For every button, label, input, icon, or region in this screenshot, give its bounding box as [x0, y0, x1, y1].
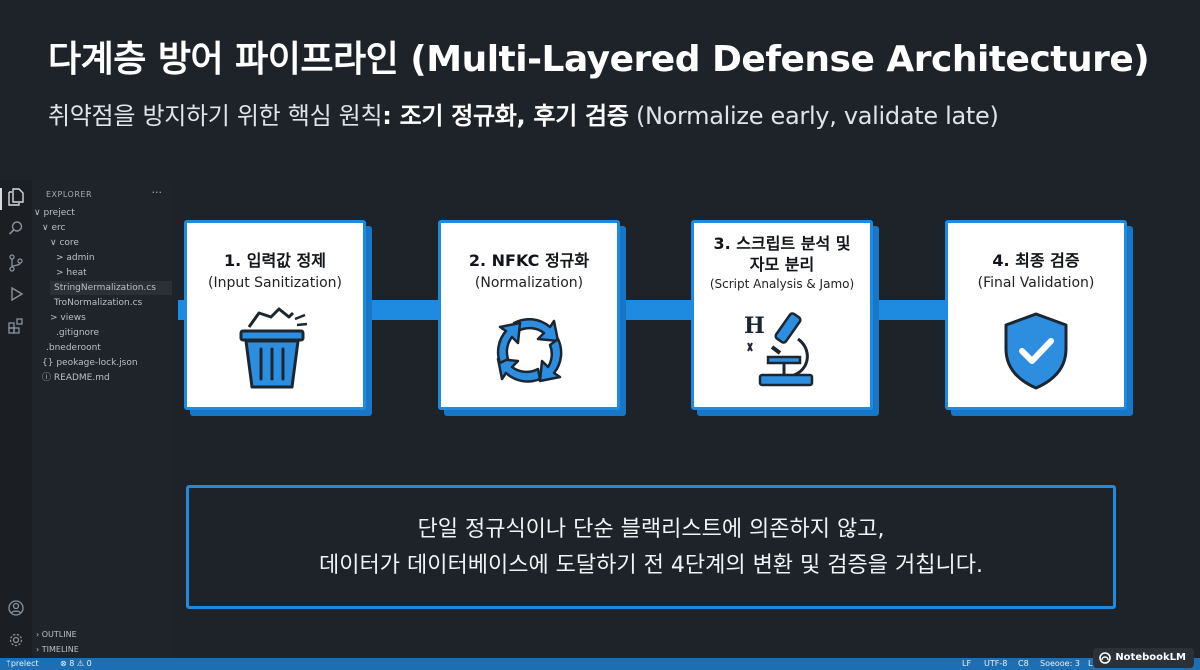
extensions-icon[interactable] — [6, 318, 26, 338]
tree-file-gitignore[interactable]: .gitignore — [56, 326, 99, 340]
svg-text:H: H — [744, 313, 765, 339]
chevron-right-icon: > — [56, 253, 64, 263]
notebooklm-logo-icon — [1099, 652, 1112, 664]
shield-check-icon — [1004, 312, 1068, 390]
step-title-line2: 자모 분리 — [749, 255, 815, 274]
tree-label: .gitignore — [56, 328, 100, 338]
outline-section[interactable]: › OUTLINE — [36, 630, 77, 639]
notebooklm-badge: NotebookLM — [1093, 648, 1194, 668]
cycle-arrows-icon — [496, 318, 563, 383]
status-bar: ᛘ prelect ⊗ 8 ⚠ 0 LF UTF-8 C8 Soeooe: 3 … — [0, 658, 1200, 670]
files-icon[interactable] — [6, 188, 26, 208]
problems-indicator[interactable]: ⊗ 8 ⚠ 0 — [60, 659, 92, 668]
page-subtitle: 취약점을 방지하기 위한 핵심 원칙: 조기 정규화, 후기 검증 (Norma… — [48, 96, 999, 131]
tree-file-readme[interactable]: ⓘ README.md — [42, 371, 110, 385]
explorer-panel: EXPLORER ··· ∨ preject ∨ erc ∨ core > ad… — [32, 180, 172, 658]
tree-label: views — [60, 313, 86, 323]
tree-folder-views[interactable]: > views — [50, 311, 86, 325]
tree-folder-heat[interactable]: > heat — [56, 266, 87, 280]
eol-indicator-2[interactable]: LF — [1088, 658, 1097, 670]
timeline-section[interactable]: › TIMELINE — [36, 645, 79, 654]
step-subtitle: (Normalization) — [474, 275, 584, 291]
eol-indicator[interactable]: LF — [962, 659, 972, 668]
subtitle-bold: : 조기 정규화, 후기 검증 — [382, 102, 629, 130]
active-indicator — [0, 188, 2, 210]
tree-label: StringNermalization.cs — [54, 283, 156, 293]
language-indicator[interactable]: C8 — [1018, 659, 1029, 668]
gear-icon[interactable] — [6, 632, 26, 652]
branch-label: prelect — [10, 659, 39, 668]
chevron-down-icon: ∨ — [34, 208, 41, 218]
tree-label: core — [59, 238, 79, 248]
chevron-right-icon: > — [56, 268, 64, 278]
tree-label: heat — [66, 268, 87, 278]
account-icon[interactable] — [6, 600, 26, 620]
search-icon[interactable] — [6, 220, 26, 240]
tree-file-string-normalization[interactable]: StringNermalization.cs — [50, 281, 172, 295]
step-subtitle: (Input Sanitization) — [208, 275, 342, 291]
page-title: 다계층 방어 파이프라인 (Multi-Layered Defense Arch… — [48, 39, 1150, 80]
explorer-header: EXPLORER — [46, 190, 92, 199]
encoding-indicator[interactable]: UTF-8 — [984, 659, 1008, 668]
activity-bar — [0, 180, 32, 658]
tree-label: erc — [51, 223, 66, 233]
tree-label: preject — [43, 208, 75, 218]
braces-icon: {} — [42, 358, 54, 368]
run-debug-icon[interactable] — [6, 286, 26, 306]
subtitle-suffix: (Normalize early, validate late) — [628, 102, 999, 130]
tree-file-bnederoont[interactable]: .bnederoont — [46, 341, 101, 355]
tree-label: README.md — [53, 373, 110, 383]
tree-folder-admin[interactable]: > admin — [56, 251, 95, 265]
step-title: 1. 입력값 정제 — [224, 251, 326, 270]
step-card-4: 4. 최종 검증 (Final Validation) — [945, 220, 1127, 410]
step-card-2: 2. NFKC 정규화 (Normalization) — [438, 220, 620, 410]
note-line-2: 데이터가 데이터베이스에 도달하기 전 4단계의 변환 및 검증을 거칩니다. — [319, 553, 983, 578]
tree-file-package-lock[interactable]: {} peokage-lock.json — [42, 356, 138, 370]
tree-label: peokage-lock.json — [56, 358, 138, 368]
microscope-icon: H — [744, 312, 814, 387]
tree-label: .bnederoont — [46, 343, 101, 353]
trash-icon — [239, 307, 308, 389]
outline-label: OUTLINE — [41, 630, 77, 639]
step-card-1: 1. 입력값 정제 (Input Sanitization) — [184, 220, 366, 410]
info-icon: ⓘ — [42, 373, 52, 383]
tree-folder-project[interactable]: ∨ preject — [34, 206, 75, 220]
tree-folder-src[interactable]: ∨ erc — [42, 221, 65, 235]
step-title-line1: 3. 스크립트 분석 및 — [713, 234, 851, 253]
step-title: 4. 최종 검증 — [992, 251, 1080, 270]
tree-folder-core[interactable]: ∨ core — [50, 236, 79, 250]
branch-indicator[interactable]: ᛘ prelect — [6, 659, 39, 668]
indent-indicator[interactable]: Soeooe: 3 — [1040, 659, 1080, 668]
tree-label: TroNormalization.cs — [54, 298, 143, 308]
timeline-label: TIMELINE — [41, 645, 79, 654]
summary-note: 단일 정규식이나 단순 블랙리스트에 의존하지 않고, 데이터가 데이터베이스에… — [186, 485, 1116, 609]
source-control-icon[interactable] — [6, 254, 26, 274]
tree-label: admin — [66, 253, 95, 263]
more-actions-icon[interactable]: ··· — [151, 186, 163, 199]
pipeline-connector — [178, 300, 1128, 320]
chevron-right-icon: > — [50, 313, 58, 323]
chevron-down-icon: ∨ — [50, 238, 57, 248]
step-subtitle: (Script Analysis & Jamo) — [709, 277, 855, 291]
subtitle-prefix: 취약점을 방지하기 위한 핵심 원칙 — [48, 102, 383, 130]
step-title: 2. NFKC 정규화 — [468, 251, 590, 270]
note-line-1: 단일 정규식이나 단순 블랙리스트에 의존하지 않고, — [417, 517, 885, 542]
step-subtitle: (Final Validation) — [977, 275, 1095, 291]
tree-file-normalization[interactable]: TroNormalization.cs — [54, 296, 142, 310]
badge-label: NotebookLM — [1115, 652, 1186, 663]
chevron-down-icon: ∨ — [42, 223, 49, 233]
